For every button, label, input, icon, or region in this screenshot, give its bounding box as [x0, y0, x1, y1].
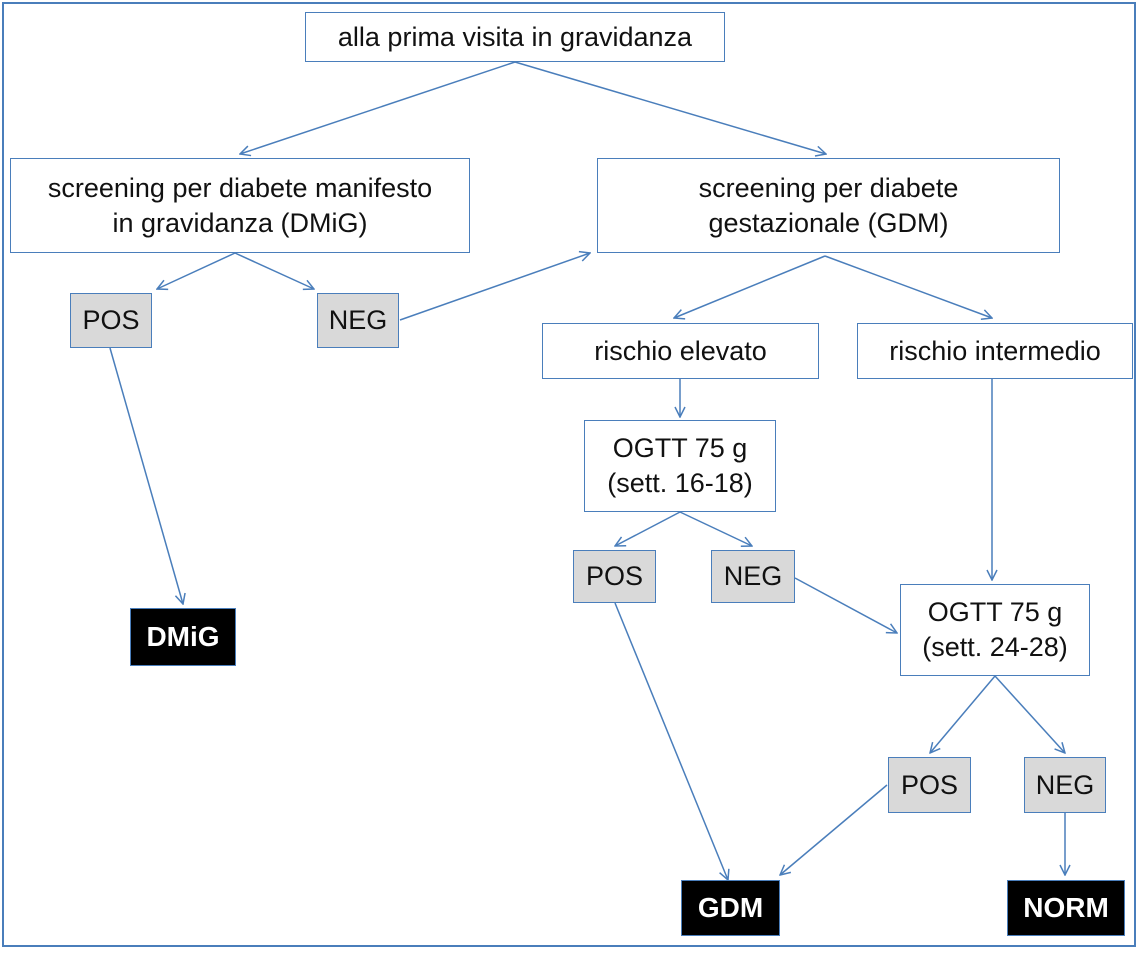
risk-high-node: rischio elevato: [542, 323, 819, 379]
arrow-pos-to-dmig: [109, 347, 183, 604]
arrow-gdm-screening-to-risk-high: [674, 255, 826, 318]
neg-late-node: NEG: [1024, 757, 1106, 813]
root-node: alla prima visita in gravidanza: [305, 12, 725, 62]
arrow-ogtt-late-to-neg: [994, 675, 1065, 753]
pos-left-node: POS: [70, 293, 152, 348]
arrow-ogtt-early-to-neg: [679, 511, 752, 546]
ogtt-early-node: OGTT 75 g (sett. 16-18): [584, 420, 776, 512]
arrow-root-to-gdm-screening: [514, 61, 826, 154]
arrow-neg-early-to-ogtt-late: [794, 577, 897, 633]
arrow-pos-early-to-gdm: [614, 602, 728, 880]
pos-early-node: POS: [573, 550, 656, 603]
arrow-pos-late-to-gdm: [780, 784, 888, 875]
neg-left-node: NEG: [317, 293, 399, 348]
arrow-root-to-dmig-screening: [240, 61, 516, 154]
arrow-neg-to-gdm-screening: [399, 253, 590, 321]
dmig-outcome-node: DMiG: [130, 608, 236, 666]
arrow-ogtt-early-to-pos: [615, 511, 681, 546]
arrow-gdm-screening-to-risk-mid: [824, 255, 992, 318]
gdm-screening-node: screening per diabete gestazionale (GDM): [597, 158, 1060, 253]
ogtt-late-node: OGTT 75 g (sett. 24-28): [900, 584, 1090, 676]
arrow-ogtt-late-to-pos: [930, 675, 996, 753]
arrow-dmig-screening-to-pos: [157, 252, 236, 289]
gdm-outcome-node: GDM: [681, 880, 780, 936]
risk-mid-node: rischio intermedio: [857, 323, 1133, 379]
dmig-screening-node: screening per diabete manifesto in gravi…: [10, 158, 470, 253]
neg-early-node: NEG: [711, 550, 795, 603]
pos-late-node: POS: [888, 757, 971, 813]
norm-outcome-node: NORM: [1007, 880, 1125, 936]
arrow-dmig-screening-to-neg: [234, 252, 314, 289]
